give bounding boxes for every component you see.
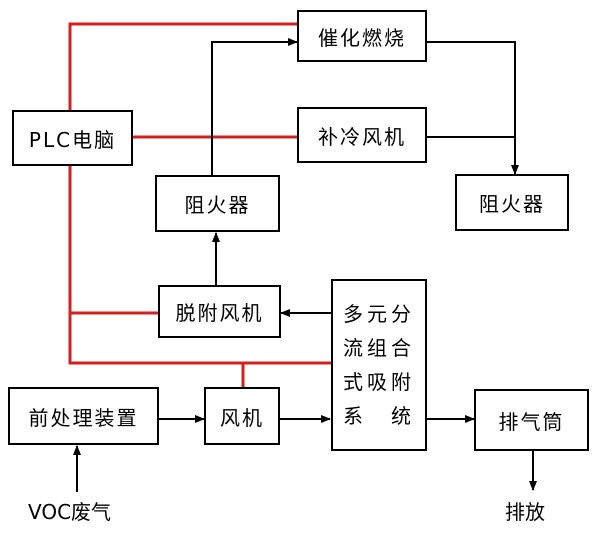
flame-arrester-right-box: 阻火器 [455,174,569,231]
discharge-label: 排放 [505,500,545,524]
flow-arrester-to-catalytic [211,38,298,175]
desorption-fan-box: 脱附风机 [158,285,281,338]
adsorption-label-line-1: 多元分 [343,302,415,326]
catalytic-combustion-box: 催化燃烧 [297,10,427,62]
control-line-to-adsorption-system [68,313,333,365]
control-line-to-desorption-fan [68,165,158,315]
voc-input-label: VOC废气 [28,500,112,524]
flow-lines [73,38,537,492]
multi-stream-adsorption-box: 多元分 流组合 式吸附 系 统 [331,279,427,451]
exhaust-stack-box: 排气筒 [474,389,589,451]
supplementary-cooling-fan-box: 补冷风机 [297,107,427,163]
fan-box: 风机 [204,387,280,445]
control-line-to-catalytic-combustion [68,22,298,112]
plc-computer-box: PLC电脑 [12,110,133,166]
adsorption-label-line-2: 流组合 [343,336,415,360]
adsorption-label-line-3: 式吸附 [343,370,415,394]
flame-arrester-left-box: 阻火器 [155,175,280,232]
pretreatment-device-box: 前处理装置 [8,387,159,445]
control-lines [68,22,333,387]
flow-catalytic-to-arrester [427,41,519,175]
adsorption-label-line-4: 系 统 [343,404,415,428]
